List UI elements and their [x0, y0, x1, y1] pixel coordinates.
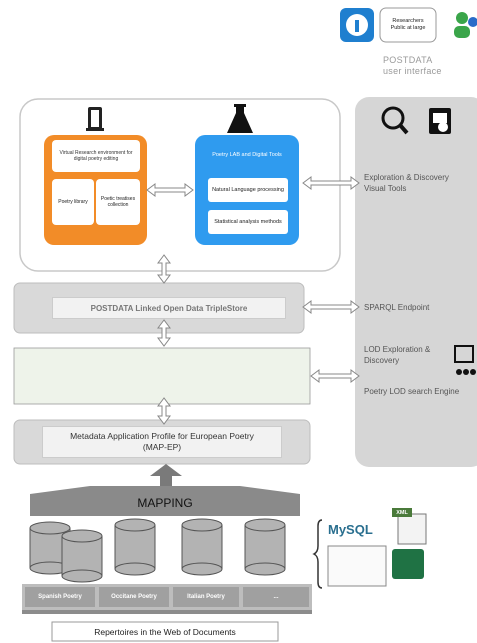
repo-italian: Italian Poetry — [173, 587, 239, 607]
database-other — [244, 518, 286, 576]
formats-brace — [312, 519, 323, 589]
schema-thumbnail — [327, 545, 387, 587]
user-interface-label: POSTDATA user interface — [383, 55, 473, 77]
horizontal-connectors — [146, 176, 360, 383]
researcher-info-icon — [340, 8, 374, 42]
database-icons — [29, 518, 286, 583]
sparql-label: SPARQL Endpoint — [364, 303, 430, 312]
book-icon — [86, 107, 104, 131]
right-panel — [355, 97, 477, 467]
database-italian — [181, 518, 223, 576]
flask-icon — [227, 104, 253, 133]
poetic-treatises-button[interactable]: Poetic treatises collection — [96, 179, 140, 225]
xml-file-icon — [392, 508, 427, 545]
document-search-icon — [429, 108, 451, 134]
database-spanish-2 — [61, 529, 103, 583]
database-occitane — [114, 518, 156, 576]
nlp-button[interactable]: Natural Language processing — [208, 178, 288, 202]
mapping-label: MAPPING — [137, 496, 193, 510]
lod-network-graph — [13, 347, 311, 405]
vertical-connectors — [157, 254, 171, 425]
map-ep-line2: (MAP-EP) — [142, 442, 182, 452]
mysql-logo-text: MySQL — [328, 522, 373, 537]
footer-box — [51, 621, 279, 642]
xml-label: XML — [396, 509, 408, 516]
stats-button[interactable]: Statistical analysis methods — [208, 210, 288, 234]
repo-occitane: Occitane Poetry — [99, 587, 169, 607]
lod-search-label: Poetry LOD search Engine — [364, 387, 460, 396]
footer-label: Repertoires in the Web of Documents — [94, 626, 236, 637]
ui-line1: POSTDATA — [383, 55, 433, 65]
lod-exploration-label: LOD Exploration & Discovery — [364, 345, 431, 365]
excel-icon — [392, 549, 424, 579]
research-env-title: Virtual Research environment for digital… — [52, 140, 140, 172]
map-ep-line1: Metadata Application Profile for Europea… — [70, 431, 254, 441]
researchers-box — [379, 7, 437, 43]
ui-line2: user interface — [383, 66, 442, 76]
map-ep-label: Metadata Application Profile for Europea… — [42, 426, 282, 458]
globe-search-icon — [381, 106, 409, 135]
poetry-lab-title: Poetry LAB and Digital Tools — [212, 151, 282, 158]
users-icon — [454, 12, 477, 38]
researchers-line1: Researchers — [392, 18, 424, 24]
triplestore-label: POSTDATA Linked Open Data TripleStore — [52, 297, 286, 319]
researchers-line2: Public at large — [390, 25, 426, 31]
presentation-icon — [454, 345, 476, 375]
repo-other: ... — [243, 587, 309, 607]
poetry-library-button[interactable]: Poetry library — [52, 179, 94, 225]
exploration-label: Exploration & Discovery Visual Tools — [364, 173, 449, 193]
mapping-up-arrow — [150, 464, 182, 486]
mapping-banner — [30, 486, 300, 516]
researchers-label: Researchers Public at large — [380, 12, 436, 38]
repo-spanish: Spanish Poetry — [25, 587, 95, 607]
